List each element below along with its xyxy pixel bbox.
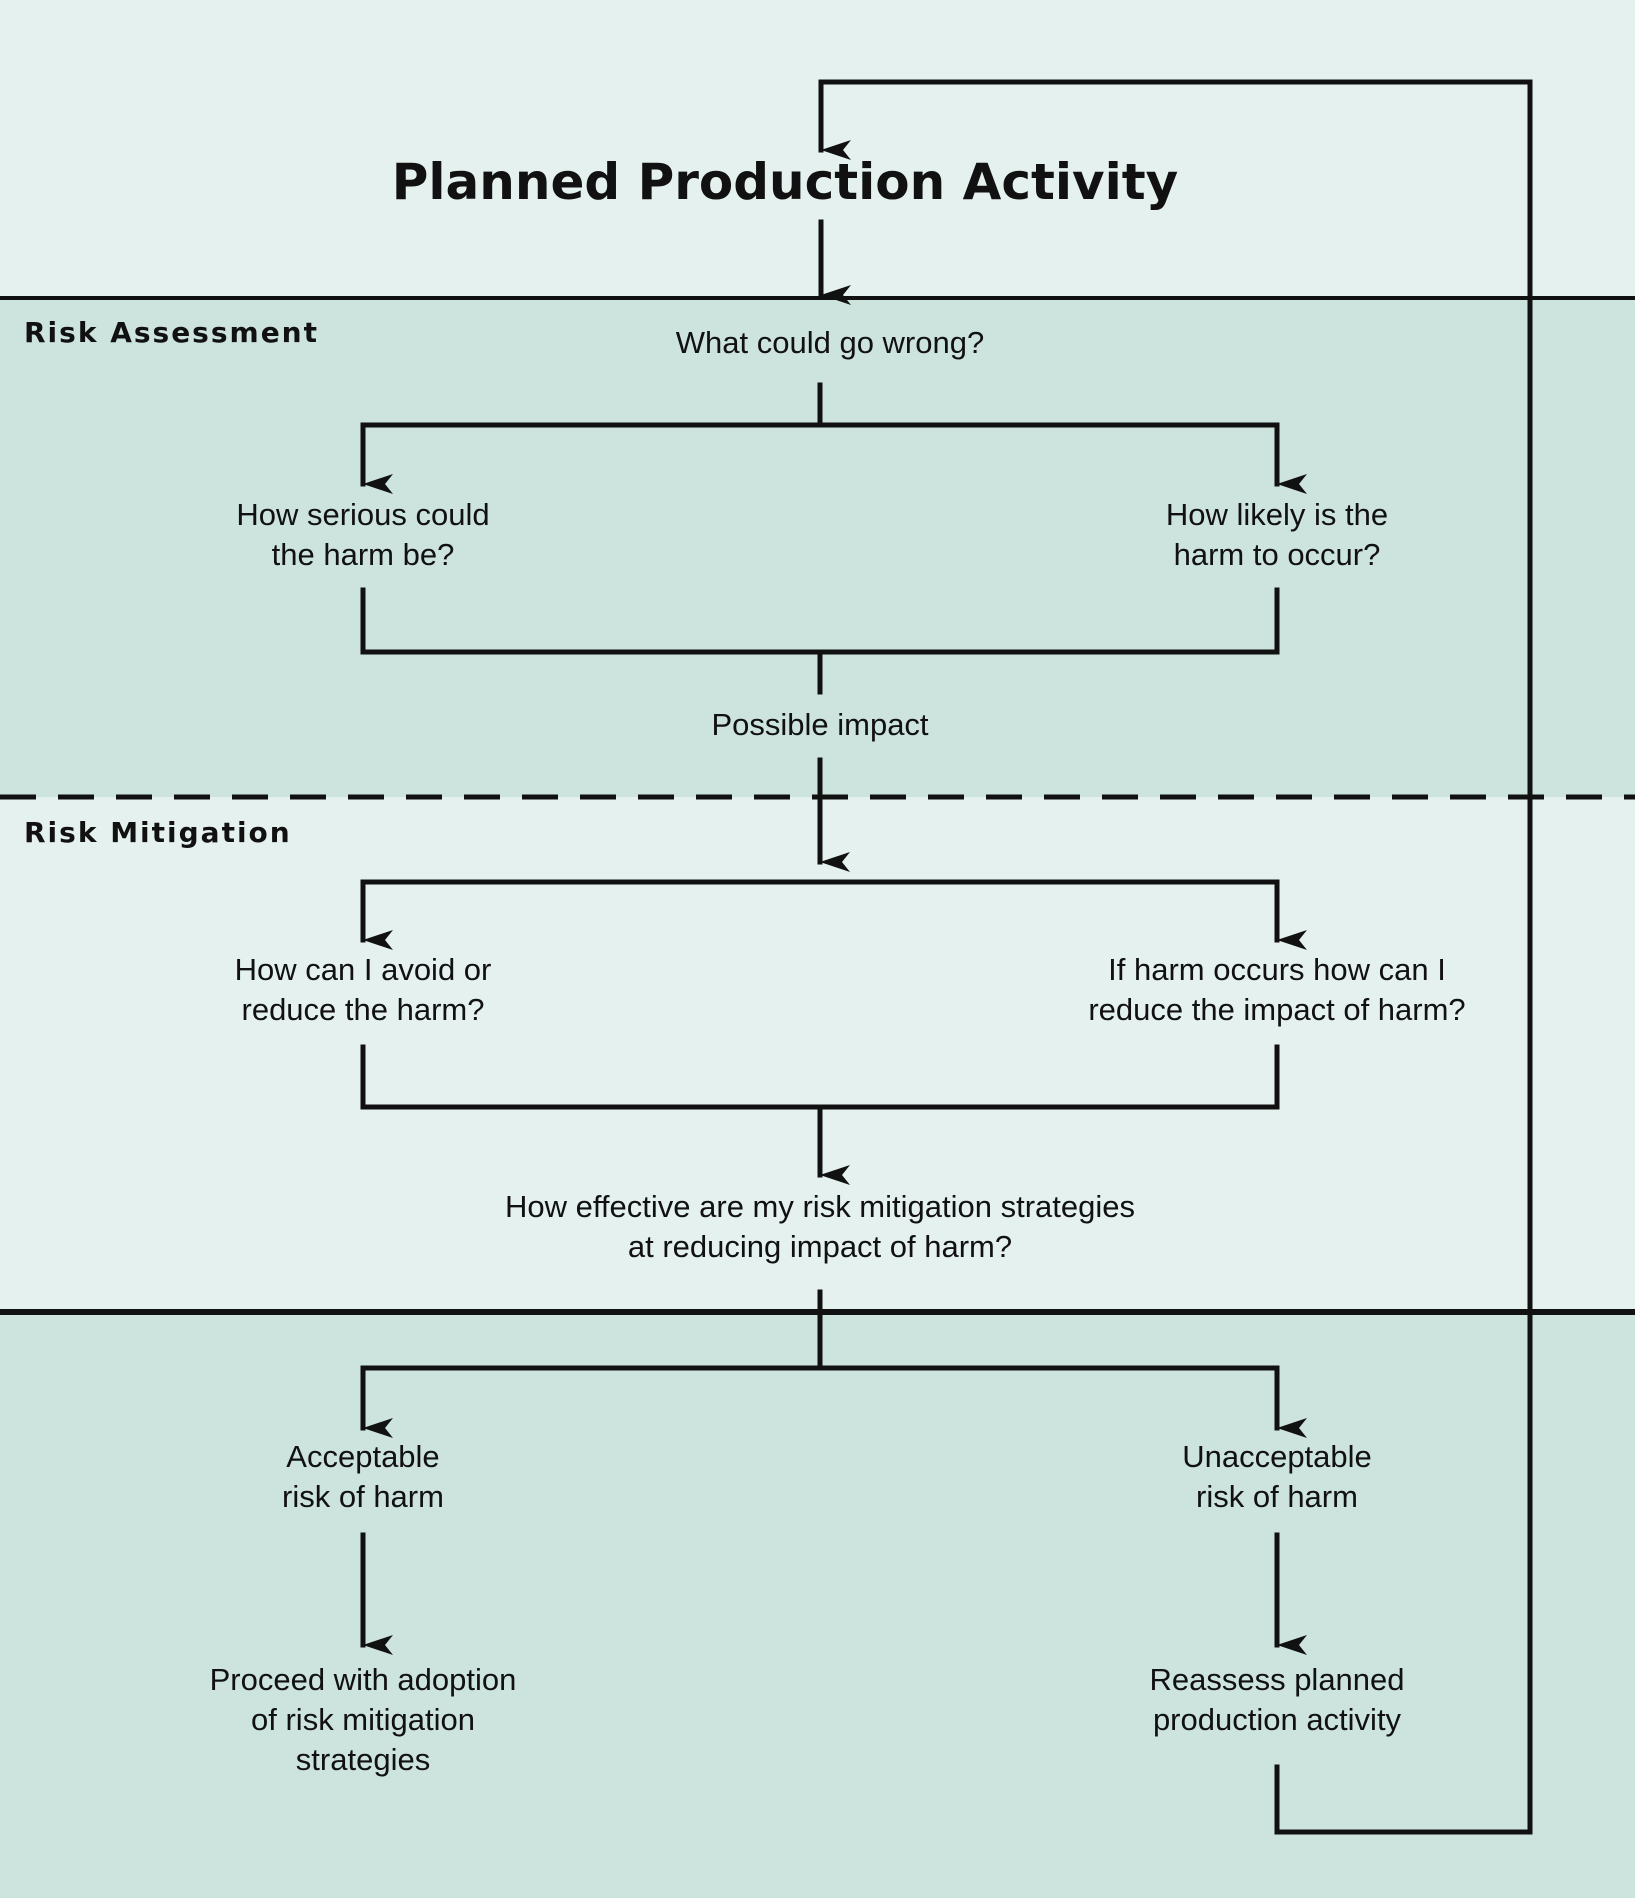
- outcome-band: [0, 1312, 1635, 1898]
- node-how-serious-line-2: the harm be?: [271, 537, 455, 572]
- split-mitigation: [360, 879, 1307, 950]
- node-how-likely: How likely is the harm to occur?: [1077, 495, 1477, 575]
- node-proceed-line-2: of risk mitigation: [251, 1702, 475, 1737]
- node-effectiveness-line-2: at reducing impact of harm?: [627, 1229, 1013, 1264]
- node-effectiveness: How effective are my risk mitigation str…: [420, 1187, 1220, 1267]
- node-proceed-line-1: Proceed with adoption: [209, 1662, 517, 1697]
- split-assessment: [360, 422, 1307, 494]
- merge-assessment: [360, 587, 1280, 655]
- node-what-could-go-wrong: What could go wrong?: [675, 325, 985, 360]
- feedback-loop-line: [818, 79, 1533, 1835]
- node-unacceptable-line-2: risk of harm: [1196, 1479, 1358, 1514]
- merge-mitigation: [360, 1044, 1280, 1110]
- risk-mitigation-label: Risk Mitigation: [24, 816, 292, 849]
- node-possible-impact: Possible impact: [711, 707, 929, 742]
- node-acceptable-line-2: risk of harm: [282, 1479, 444, 1514]
- risk-assessment-band: [0, 298, 1635, 797]
- node-proceed-line-3: strategies: [295, 1742, 431, 1777]
- node-reassess-line-2: production activity: [1152, 1702, 1402, 1737]
- node-unacceptable-line-1: Unacceptable: [1182, 1439, 1372, 1474]
- node-acceptable-line-1: Acceptable: [286, 1439, 440, 1474]
- node-how-serious-line-1: How serious could: [236, 497, 490, 532]
- node-how-serious: How serious could the harm be?: [163, 495, 563, 575]
- node-how-likely-line-2: harm to occur?: [1173, 537, 1381, 572]
- node-unacceptable-risk: Unacceptable risk of harm: [1127, 1437, 1427, 1517]
- node-reassess: Reassess planned production activity: [1077, 1660, 1477, 1740]
- node-reassess-line-1: Reassess planned: [1149, 1662, 1405, 1697]
- split-outcome: [360, 1365, 1307, 1438]
- node-acceptable-risk: Acceptable risk of harm: [213, 1437, 513, 1517]
- node-reduce-impact: If harm occurs how can I reduce the impa…: [1037, 950, 1517, 1030]
- node-proceed: Proceed with adoption of risk mitigation…: [163, 1660, 563, 1780]
- node-avoid-or-reduce: How can I avoid or reduce the harm?: [163, 950, 563, 1030]
- node-avoid-line-1: How can I avoid or: [234, 952, 492, 987]
- top-band: [0, 0, 1635, 298]
- diagram-title: Planned Production Activity: [391, 153, 1179, 211]
- node-reduce-impact-line-1: If harm occurs how can I: [1108, 952, 1446, 987]
- node-effectiveness-line-1: How effective are my risk mitigation str…: [505, 1189, 1135, 1224]
- node-avoid-line-2: reduce the harm?: [241, 992, 485, 1027]
- node-how-likely-line-1: How likely is the: [1165, 497, 1389, 532]
- node-reduce-impact-line-2: reduce the impact of harm?: [1088, 992, 1466, 1027]
- risk-assessment-label: Risk Assessment: [24, 316, 320, 349]
